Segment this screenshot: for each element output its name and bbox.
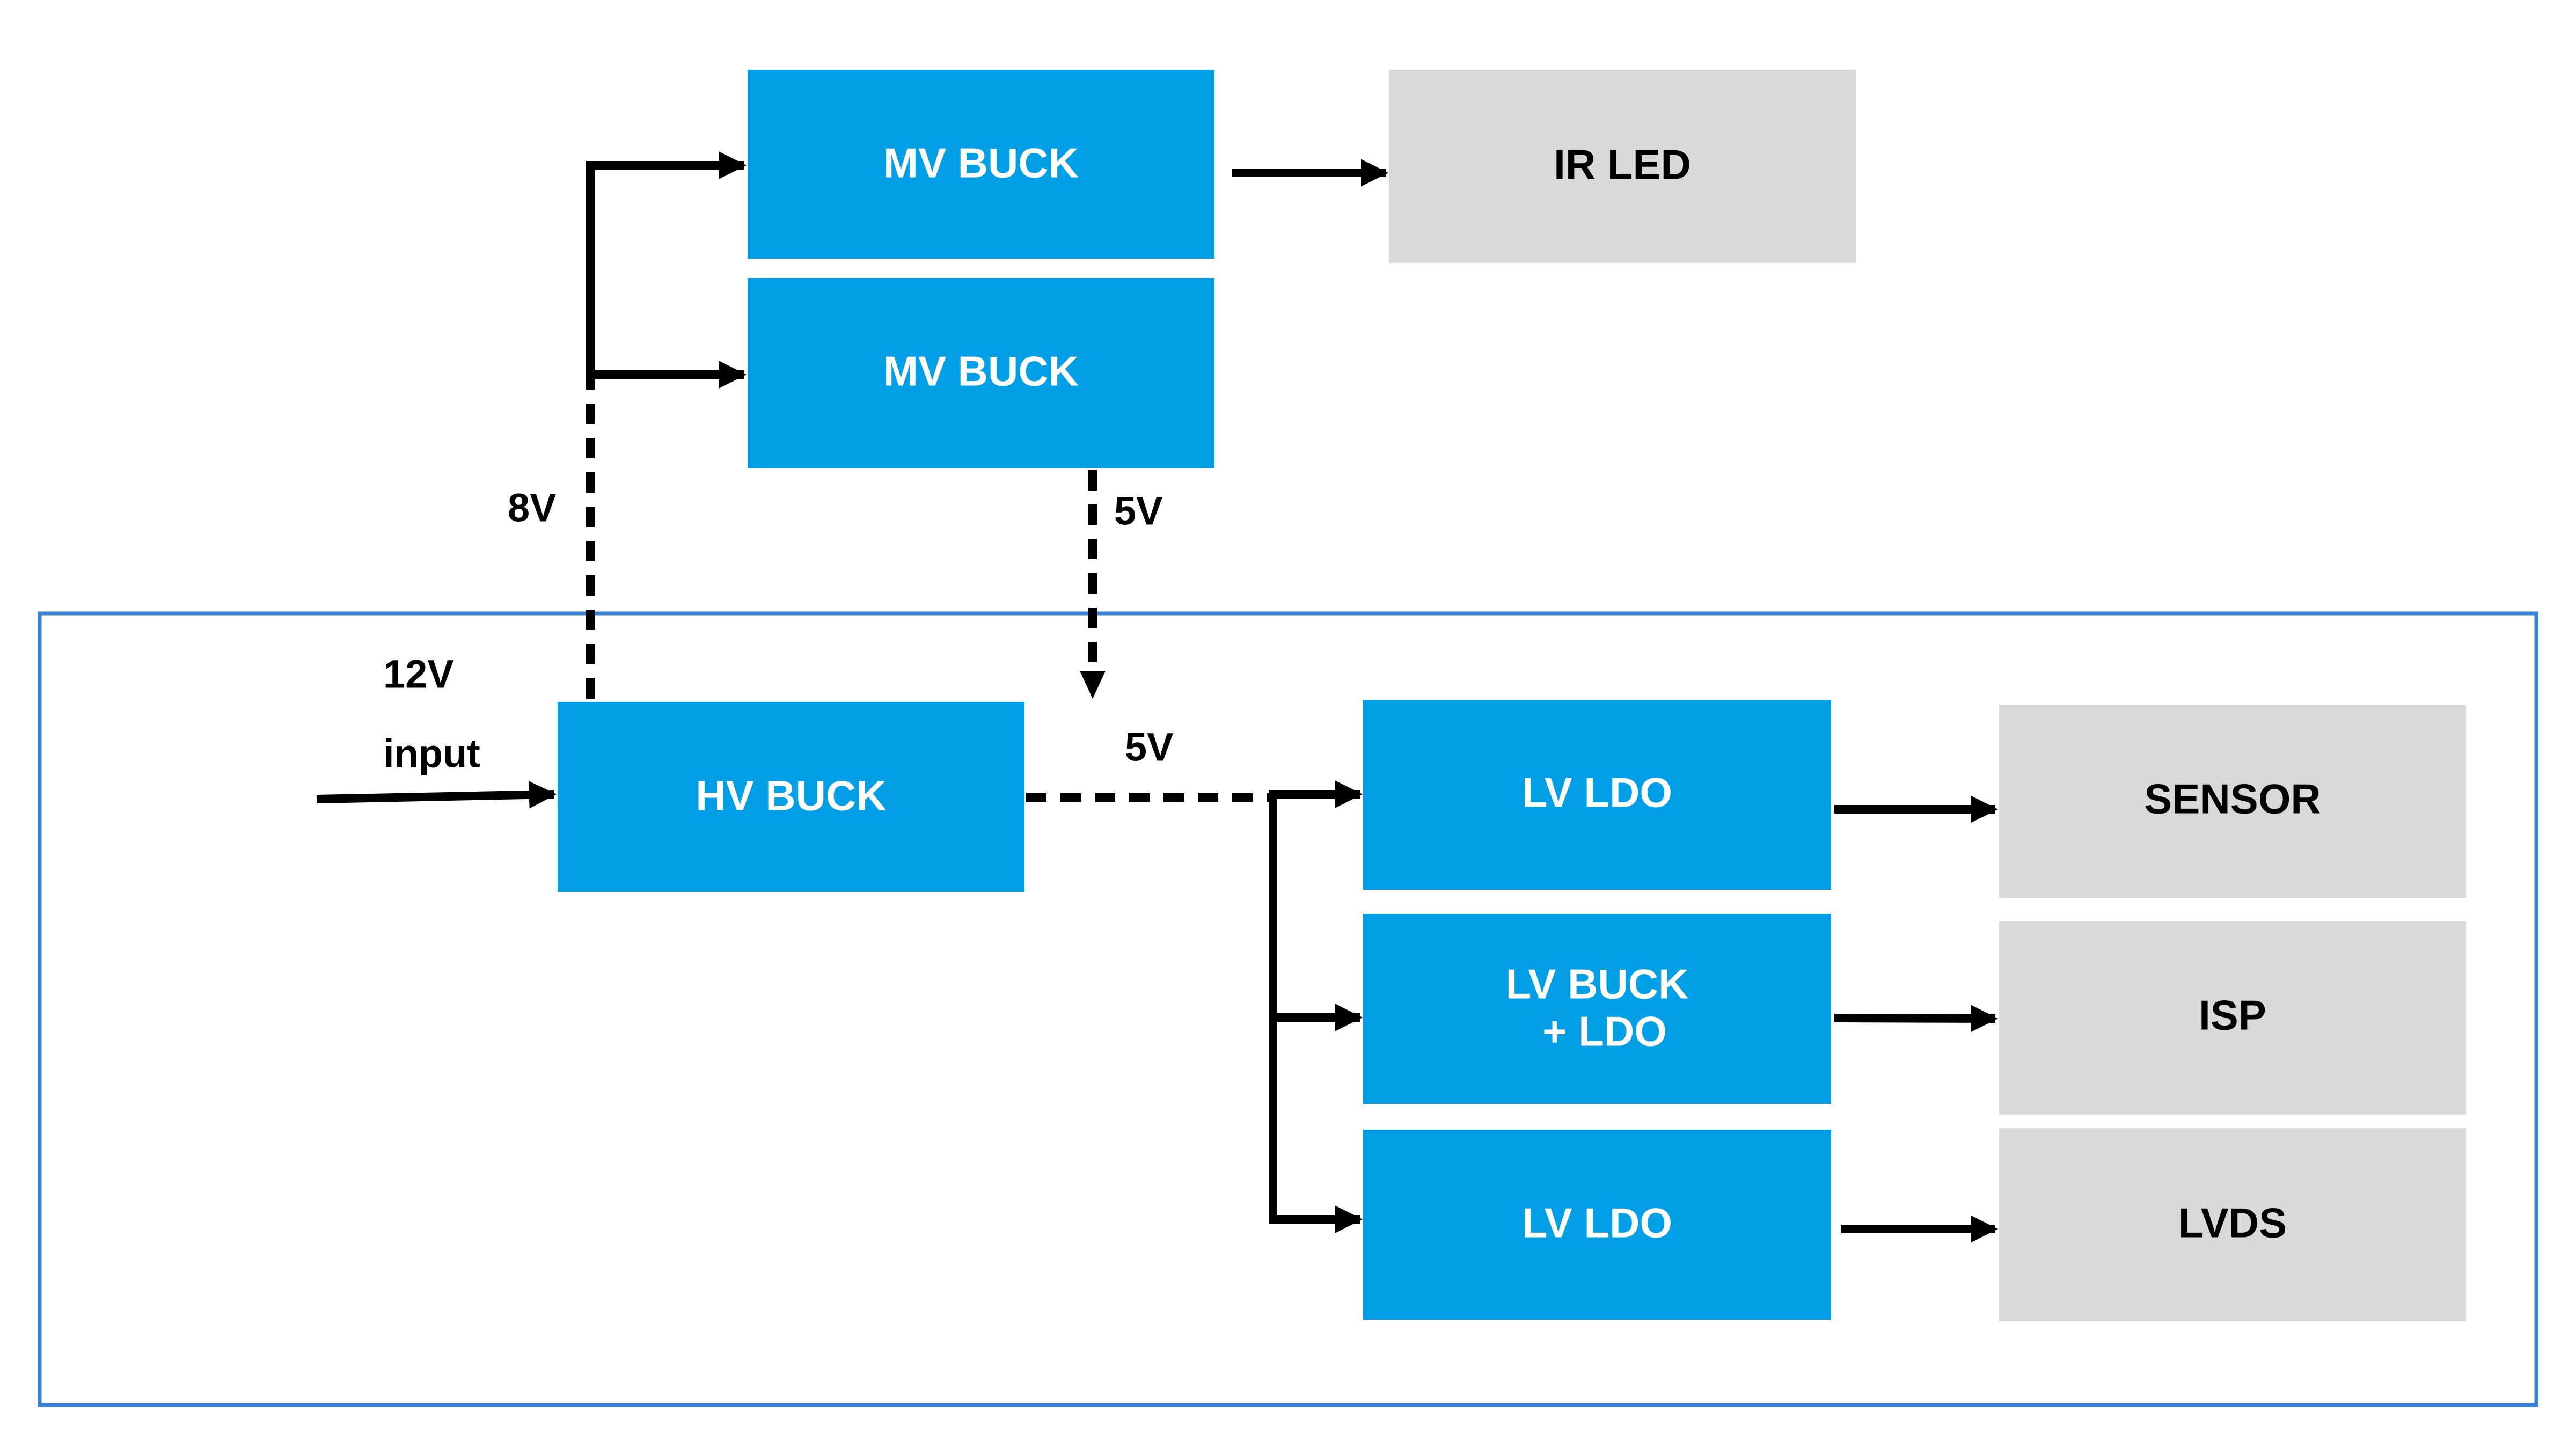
- mv-buck-bottom-label: MV BUCK: [883, 348, 1079, 395]
- sensor-label: SENSOR: [2144, 775, 2321, 823]
- label-12v: 12V: [383, 652, 454, 697]
- hv-buck-block[interactable]: HV BUCK: [558, 702, 1024, 892]
- lv-ldo-bottom-block[interactable]: LV LDO: [1363, 1130, 1831, 1320]
- label-5v-mv: 5V: [1114, 489, 1163, 533]
- 5v-mv-arrowhead: [1080, 671, 1106, 699]
- ir-led-block[interactable]: IR LED: [1389, 70, 1856, 263]
- label-8v: 8V: [508, 486, 557, 530]
- mv-buck-bottom-block[interactable]: MV BUCK: [748, 278, 1214, 468]
- lvds-block[interactable]: LVDS: [1999, 1128, 2466, 1321]
- lv-ldo-bottom-label: LV LDO: [1522, 1199, 1672, 1247]
- label-5v-hv: 5V: [1125, 725, 1174, 770]
- board-frame: [38, 611, 2538, 1407]
- lvds-label: LVDS: [2178, 1199, 2287, 1247]
- isp-block[interactable]: ISP: [1999, 921, 2466, 1115]
- mv-buck-top-label: MV BUCK: [883, 140, 1079, 187]
- input-arrow: [316, 781, 557, 809]
- arrow-lv-buck-to-isp: [1834, 1005, 1999, 1033]
- 5v-bus-line: [1267, 793, 1277, 1219]
- mv-buck-top-block[interactable]: MV BUCK: [748, 70, 1214, 259]
- lv-ldo-top-label: LV LDO: [1522, 769, 1672, 816]
- lv-ldo-top-block[interactable]: LV LDO: [1363, 700, 1831, 890]
- lv-buck-ldo-label-line1: LV BUCK: [1506, 961, 1689, 1008]
- sensor-block[interactable]: SENSOR: [1999, 705, 2466, 898]
- lv-buck-ldo-label-line2: + LDO: [1542, 1008, 1667, 1055]
- isp-label: ISP: [2199, 992, 2266, 1039]
- ir-led-label: IR LED: [1554, 141, 1691, 188]
- hv-buck-label: HV BUCK: [696, 772, 886, 819]
- lv-buck-ldo-block[interactable]: LV BUCK + LDO: [1363, 914, 1831, 1104]
- label-input: input: [383, 731, 480, 776]
